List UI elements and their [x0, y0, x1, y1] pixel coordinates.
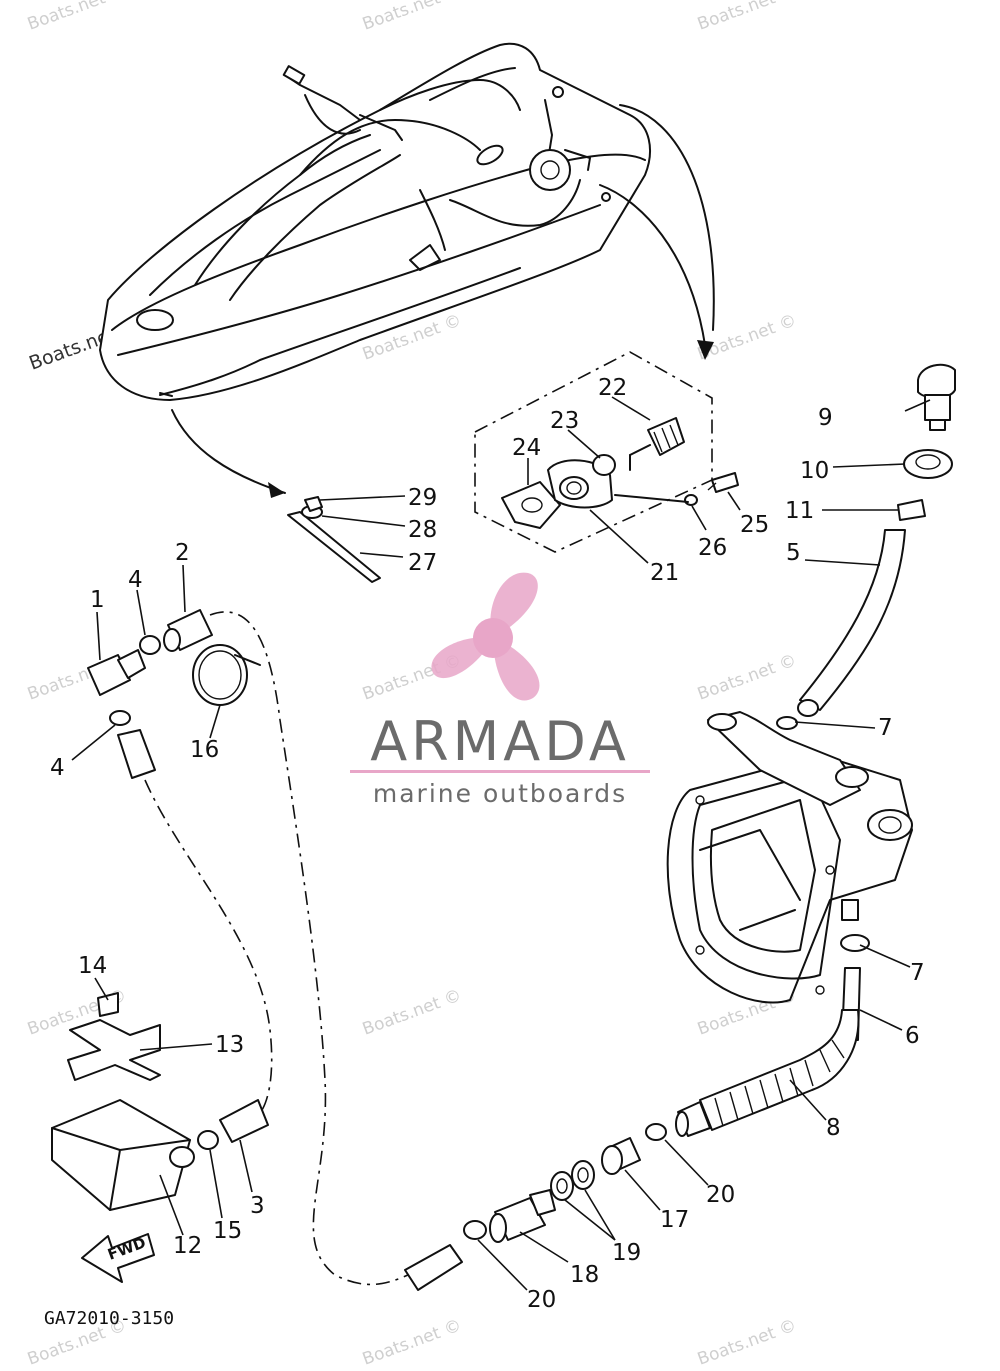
- bracket-27-29: [287, 496, 381, 583]
- watermark: Boats.net ©: [695, 1315, 799, 1369]
- callout-arrows: [171, 104, 715, 498]
- filler-cap-and-hose: [797, 363, 956, 717]
- watermark: Boats.net ©: [25, 0, 129, 35]
- part-label-10: 10: [800, 458, 829, 484]
- left-fittings: [87, 609, 261, 779]
- part-label-5: 5: [786, 540, 801, 566]
- part-label-20a: 20: [706, 1182, 735, 1208]
- part-label-26: 26: [698, 535, 727, 561]
- part-label-24: 24: [512, 435, 541, 461]
- part-label-20b: 20: [527, 1287, 556, 1313]
- part-label-12: 12: [173, 1233, 202, 1259]
- brand-tagline: marine outboards: [373, 779, 627, 808]
- part-label-2: 2: [175, 540, 190, 566]
- watermark: Boats.net ©: [695, 0, 799, 35]
- part-label-6: 6: [905, 1023, 920, 1049]
- jet-pump-housing: [666, 711, 913, 1004]
- part-label-8: 8: [826, 1115, 841, 1141]
- part-label-7b: 7: [910, 960, 925, 986]
- watermark: Boats.net ©: [360, 1315, 464, 1369]
- part-label-15: 15: [213, 1218, 242, 1244]
- brand-logo: ARMADA marine outboards: [350, 572, 650, 808]
- watermark: Boats.net ©: [695, 310, 799, 364]
- part-label-28: 28: [408, 517, 437, 543]
- part-label-29: 29: [408, 485, 437, 511]
- drawing-code: GA72010-3150: [44, 1308, 174, 1329]
- watercraft-hull-illustration: [99, 42, 651, 401]
- part-label-11: 11: [785, 498, 814, 524]
- leader-lines: [71, 396, 931, 1291]
- part-label-4a: 4: [128, 567, 143, 593]
- corrugated-hose: [675, 967, 861, 1137]
- part-label-23: 23: [550, 408, 579, 434]
- part-number-labels: 1 2 3 4 4 5 6 7 7 8 9 10 11 12 13 14 15 …: [50, 375, 925, 1313]
- hose-routes: [144, 611, 409, 1286]
- brand-name: ARMADA: [370, 710, 630, 773]
- watermark: Boats.net ©: [360, 0, 464, 35]
- forward-arrow-icon: FWD: [81, 1233, 155, 1283]
- part-label-16: 16: [190, 737, 219, 763]
- part-label-17: 17: [660, 1207, 689, 1233]
- watermark: Boats.net ©: [360, 985, 464, 1039]
- part-label-4b: 4: [50, 755, 65, 781]
- part-label-21: 21: [650, 560, 679, 586]
- part-label-27: 27: [408, 550, 437, 576]
- drain-plug-assembly-inset: [474, 351, 739, 553]
- part-label-1: 1: [90, 587, 105, 613]
- part-label-25: 25: [740, 512, 769, 538]
- fittings-17-20: [404, 1123, 667, 1291]
- part-label-9: 9: [818, 405, 833, 431]
- part-label-19: 19: [612, 1240, 641, 1266]
- part-label-18: 18: [570, 1262, 599, 1288]
- part-label-13: 13: [215, 1032, 244, 1058]
- part-label-3: 3: [250, 1193, 265, 1219]
- propeller-icon: [431, 572, 540, 701]
- part-label-14: 14: [78, 953, 107, 979]
- watermark: Boats.net ©: [695, 650, 799, 704]
- lower-left-box: [51, 992, 269, 1211]
- part-label-7a: 7: [878, 715, 893, 741]
- part-label-22: 22: [598, 375, 627, 401]
